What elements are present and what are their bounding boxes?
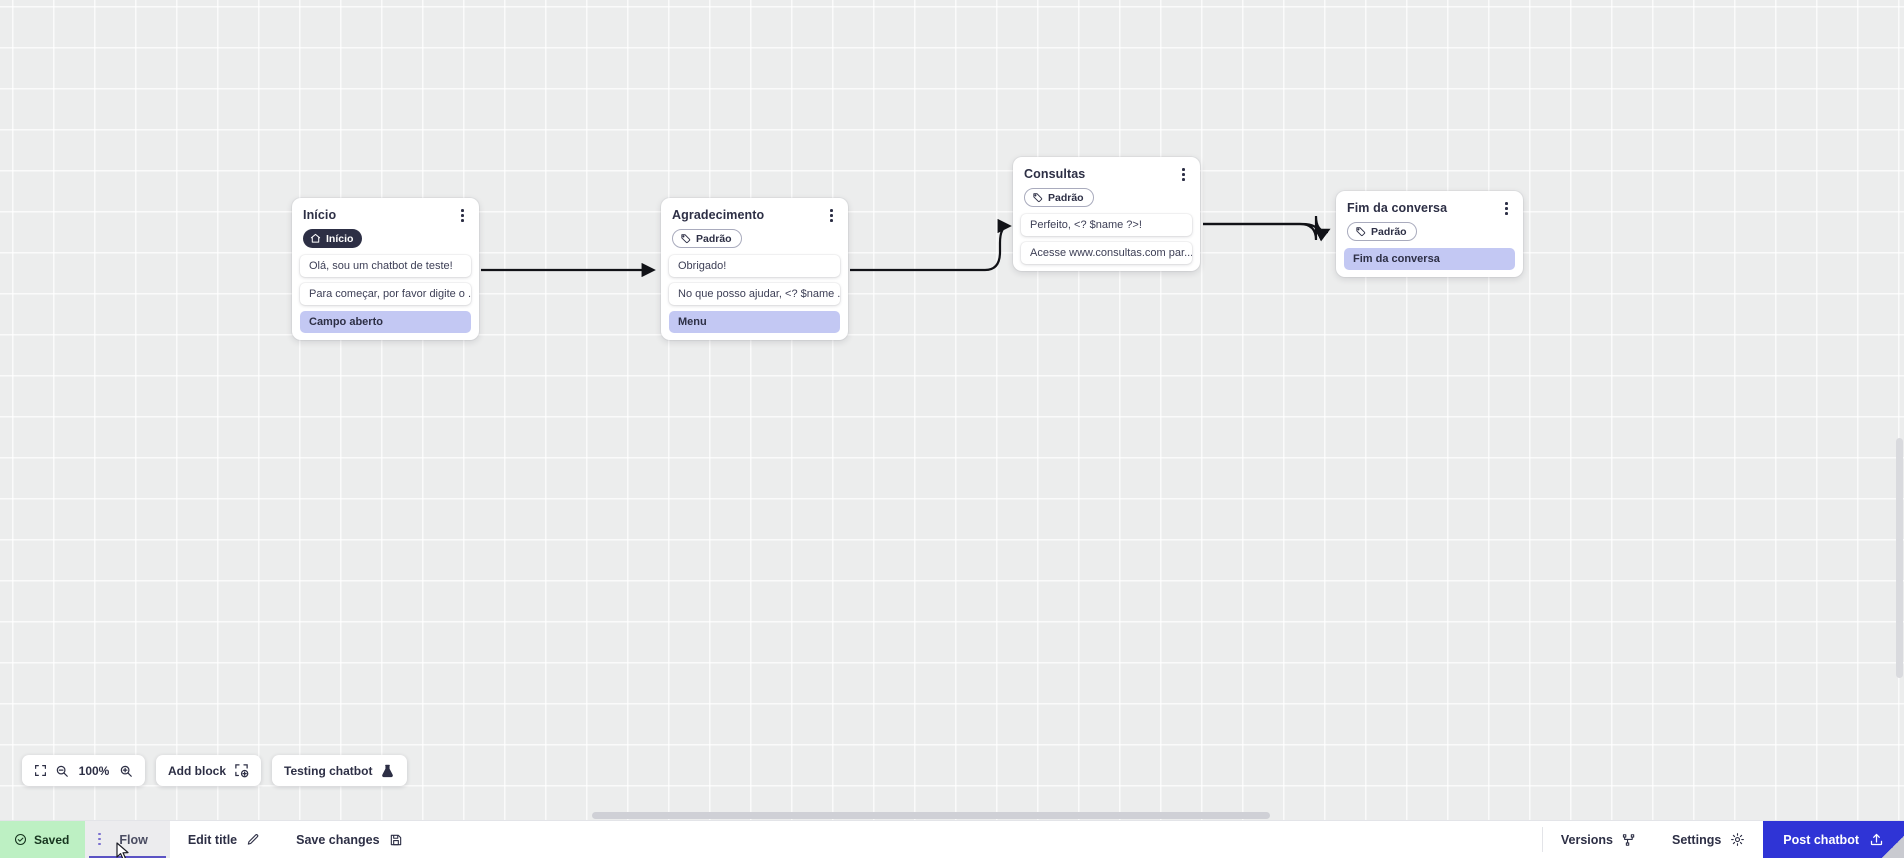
drag-dots-icon[interactable] bbox=[95, 832, 109, 848]
node-row-message[interactable]: Para começar, por favor digite o ... bbox=[300, 283, 471, 305]
canvas-toolbar: 100% Add block Testing chatbot bbox=[22, 755, 408, 786]
node-badge-wrap: Padrão bbox=[1013, 183, 1200, 214]
node-badge-default[interactable]: Padrão bbox=[1347, 222, 1417, 241]
node-title: Fim da conversa bbox=[1347, 201, 1448, 215]
settings-button[interactable]: Settings bbox=[1654, 821, 1763, 858]
settings-label: Settings bbox=[1671, 832, 1722, 847]
save-changes-label: Save changes bbox=[296, 832, 380, 847]
add-block-button[interactable]: Add block bbox=[156, 755, 262, 786]
tag-icon bbox=[1356, 227, 1366, 237]
node-row-action[interactable]: Menu bbox=[669, 311, 840, 333]
edge-consultas-fim bbox=[1203, 215, 1329, 241]
home-icon bbox=[310, 233, 321, 243]
node-header: Consultas bbox=[1013, 157, 1200, 183]
zoom-in-icon[interactable] bbox=[119, 764, 133, 778]
mouse-cursor bbox=[116, 842, 129, 858]
add-block-icon bbox=[235, 764, 249, 778]
node-title: Início bbox=[303, 208, 337, 222]
check-circle-icon bbox=[14, 833, 27, 846]
testing-chatbot-button[interactable]: Testing chatbot bbox=[272, 755, 408, 786]
node-header: Agradecimento bbox=[661, 198, 848, 224]
flow-node-consultas[interactable]: Consultas Padrão Perfeito, <? $name ?>! … bbox=[1013, 157, 1200, 271]
node-menu-icon[interactable] bbox=[825, 208, 839, 224]
zoom-controls[interactable]: 100% bbox=[22, 755, 145, 786]
flow-node-fim-da-conversa[interactable]: Fim da conversa Padrão Fim da conversa bbox=[1336, 191, 1523, 277]
branch-icon bbox=[1622, 833, 1635, 846]
node-rows: Olá, sou um chatbot de teste! Para começ… bbox=[292, 255, 479, 333]
node-badge-label: Padrão bbox=[1048, 191, 1084, 204]
canvas-horizontal-scrollbar[interactable] bbox=[0, 811, 1904, 820]
tag-icon bbox=[681, 234, 691, 244]
node-badge-label: Padrão bbox=[696, 232, 732, 245]
fit-screen-icon[interactable] bbox=[34, 764, 47, 777]
flask-icon bbox=[382, 764, 394, 777]
node-row-message[interactable]: No que posso ajudar, <? $name ... bbox=[669, 283, 840, 305]
node-badge-default[interactable]: Padrão bbox=[1024, 188, 1094, 207]
node-row-message[interactable]: Acesse www.consultas.com par... bbox=[1021, 242, 1192, 264]
upload-icon bbox=[1870, 833, 1883, 846]
flow-node-agradecimento[interactable]: Agradecimento Padrão Obrigado! No que po… bbox=[661, 198, 848, 340]
saved-status-badge: Saved bbox=[0, 821, 86, 858]
versions-button[interactable]: Versions bbox=[1543, 821, 1654, 858]
pencil-icon bbox=[247, 833, 259, 845]
node-row-action[interactable]: Campo aberto bbox=[300, 311, 471, 333]
node-title: Consultas bbox=[1024, 167, 1086, 181]
add-block-label: Add block bbox=[168, 763, 227, 778]
edge-agradecimento-consultas bbox=[850, 218, 1012, 272]
node-badge-wrap: Início bbox=[292, 224, 479, 255]
node-badge-default[interactable]: Padrão bbox=[672, 229, 742, 248]
canvas-vertical-scrollbar[interactable] bbox=[1895, 0, 1904, 820]
node-row-message[interactable]: Obrigado! bbox=[669, 255, 840, 277]
node-menu-icon[interactable] bbox=[456, 208, 470, 224]
statusbar-divider bbox=[1541, 827, 1543, 852]
post-chatbot-button[interactable]: Post chatbot bbox=[1763, 821, 1904, 858]
bottom-status-bar: Saved Flow Edit title Save changes bbox=[0, 820, 1904, 858]
node-rows: Fim da conversa bbox=[1336, 248, 1523, 270]
node-header: Início bbox=[292, 198, 479, 224]
node-header: Fim da conversa bbox=[1336, 191, 1523, 217]
edit-title-button[interactable]: Edit title bbox=[170, 821, 278, 858]
node-menu-icon[interactable] bbox=[1500, 201, 1514, 217]
save-changes-button[interactable]: Save changes bbox=[278, 821, 420, 858]
versions-label: Versions bbox=[1560, 832, 1613, 847]
node-row-action[interactable]: Fim da conversa bbox=[1344, 248, 1515, 270]
window-resize-grip[interactable] bbox=[1882, 836, 1904, 858]
edit-title-label: Edit title bbox=[187, 832, 238, 847]
node-rows: Perfeito, <? $name ?>! Acesse www.consul… bbox=[1013, 214, 1200, 264]
save-disk-icon bbox=[390, 834, 401, 845]
scrollbar-thumb[interactable] bbox=[1896, 438, 1903, 678]
zoom-level: 100% bbox=[78, 763, 110, 778]
node-row-message[interactable]: Perfeito, <? $name ?>! bbox=[1021, 214, 1192, 236]
node-title: Agradecimento bbox=[672, 208, 765, 222]
statusbar-spacer bbox=[421, 821, 1542, 858]
tab-flow-label: Flow bbox=[119, 832, 148, 847]
node-badge-start[interactable]: Início bbox=[303, 229, 363, 248]
node-badge-label: Início bbox=[326, 232, 354, 245]
tag-icon bbox=[1033, 193, 1043, 203]
node-badge-wrap: Padrão bbox=[661, 224, 848, 255]
node-badge-wrap: Padrão bbox=[1336, 217, 1523, 248]
gear-icon bbox=[1731, 833, 1745, 846]
saved-label: Saved bbox=[34, 832, 70, 847]
flow-canvas[interactable]: Início Início Olá, sou um chatbot de tes… bbox=[0, 0, 1904, 820]
node-row-message[interactable]: Olá, sou um chatbot de teste! bbox=[300, 255, 471, 277]
node-rows: Obrigado! No que posso ajudar, <? $name … bbox=[661, 255, 848, 333]
flow-connectors bbox=[481, 215, 1331, 278]
node-menu-icon[interactable] bbox=[1177, 167, 1191, 183]
scrollbar-thumb[interactable] bbox=[592, 812, 1270, 819]
node-badge-label: Padrão bbox=[1371, 225, 1407, 238]
flow-node-inicio[interactable]: Início Início Olá, sou um chatbot de tes… bbox=[292, 198, 479, 340]
zoom-out-icon[interactable] bbox=[55, 764, 69, 778]
testing-chatbot-label: Testing chatbot bbox=[284, 763, 373, 778]
edge-consultas-fim-tail bbox=[1203, 222, 1331, 242]
post-chatbot-label: Post chatbot bbox=[1783, 832, 1859, 847]
